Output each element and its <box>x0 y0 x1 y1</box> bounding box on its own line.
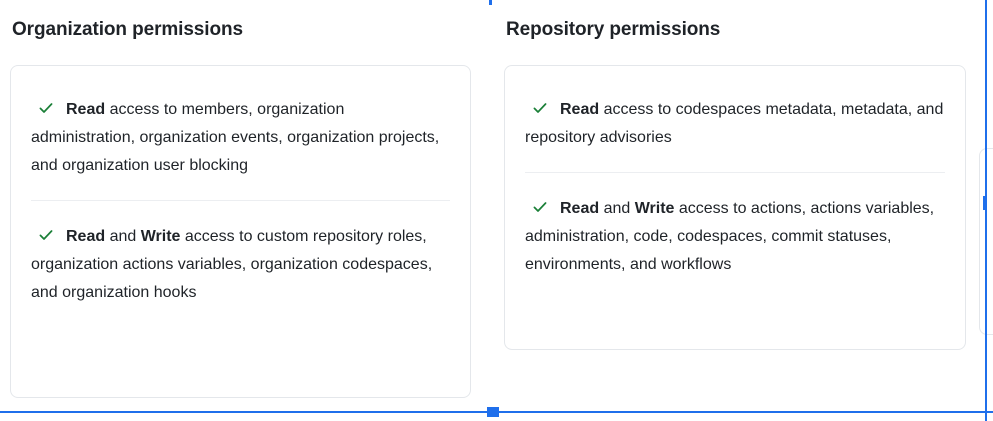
page-title-repository: Repository permissions <box>506 19 721 40</box>
column-resize-handle[interactable] <box>487 407 499 417</box>
permission-description-text: access to custom repository roles, organ… <box>31 228 433 301</box>
permission-item: Read and Write access to custom reposito… <box>31 200 450 327</box>
column-divider-marker[interactable] <box>489 0 492 5</box>
permission-description-text: access to codespaces metadata, metadata,… <box>525 101 944 146</box>
check-icon <box>531 100 549 116</box>
permission-description-text: and <box>599 200 635 217</box>
check-icon <box>37 227 55 243</box>
repository-permissions-column: Repository permissions Read access to co… <box>490 0 993 350</box>
permission-level-label: Read <box>560 200 600 217</box>
permission-item: Read access to codespaces metadata, meta… <box>525 74 945 172</box>
permission-description-text: and <box>105 228 141 245</box>
permission-description-text: access to actions, actions variables, ad… <box>525 200 935 273</box>
permission-description-text: access to members, organization administ… <box>31 101 440 174</box>
organization-permissions-card: Read access to members, organization adm… <box>10 65 471 398</box>
check-icon <box>37 100 55 116</box>
page-title-organization: Organization permissions <box>12 19 243 40</box>
viewport-right-boundary <box>985 0 987 421</box>
permission-level-label: Read <box>66 228 106 245</box>
permission-level-label: Read <box>560 101 600 118</box>
permission-level-label: Write <box>140 228 181 245</box>
permission-level-label: Write <box>634 200 675 217</box>
check-icon <box>531 199 549 215</box>
permission-item: Read and Write access to actions, action… <box>525 172 945 299</box>
repository-permissions-card: Read access to codespaces metadata, meta… <box>504 65 966 350</box>
permission-item: Read access to members, organization adm… <box>31 74 450 200</box>
permission-level-label: Read <box>66 101 106 118</box>
organization-permissions-column: Organization permissions Read access to … <box>0 0 490 398</box>
